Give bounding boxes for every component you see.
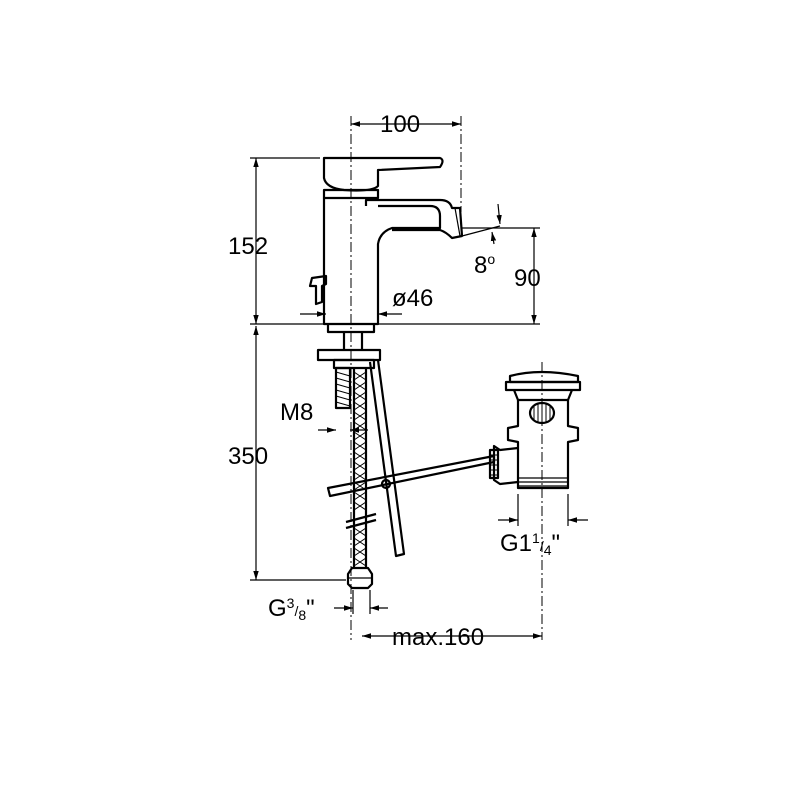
fixing-plate bbox=[316, 348, 382, 362]
popup-rod bbox=[368, 359, 406, 558]
popup-waste bbox=[488, 370, 582, 490]
dim-length-350: 350 bbox=[228, 443, 268, 470]
threaded-stud bbox=[334, 366, 352, 410]
cartridge-cap bbox=[322, 188, 380, 200]
lever-handle bbox=[322, 156, 444, 192]
dim-max-160: max.160 bbox=[392, 624, 484, 651]
waste-plug bbox=[508, 370, 580, 384]
faucet-body bbox=[308, 156, 464, 334]
popup-rod-knob bbox=[308, 274, 328, 306]
dimension-lines bbox=[250, 121, 588, 639]
dimension-labels: 100 152 90 8o ø46 M8 350 G3/8" G11/4" ma… bbox=[228, 111, 560, 651]
waste-body bbox=[506, 400, 580, 490]
dim-height-90: 90 bbox=[514, 265, 541, 292]
dim-diameter-46: ø46 bbox=[392, 285, 433, 312]
braided-hose bbox=[345, 368, 377, 568]
dim-thread-g38: G3/8" bbox=[268, 595, 315, 623]
dim-thread-m8: M8 bbox=[280, 399, 313, 426]
spout bbox=[364, 198, 464, 240]
faucet-column bbox=[322, 198, 442, 326]
mounting-assembly bbox=[316, 332, 496, 590]
dim-height-152: 152 bbox=[228, 233, 268, 260]
hose-nut bbox=[346, 566, 374, 590]
dim-angle-8: 8o bbox=[474, 251, 495, 279]
waste-side-nut bbox=[492, 444, 519, 486]
dim-width-100: 100 bbox=[380, 111, 420, 138]
dim-thread-g114: G11/4" bbox=[500, 530, 560, 558]
